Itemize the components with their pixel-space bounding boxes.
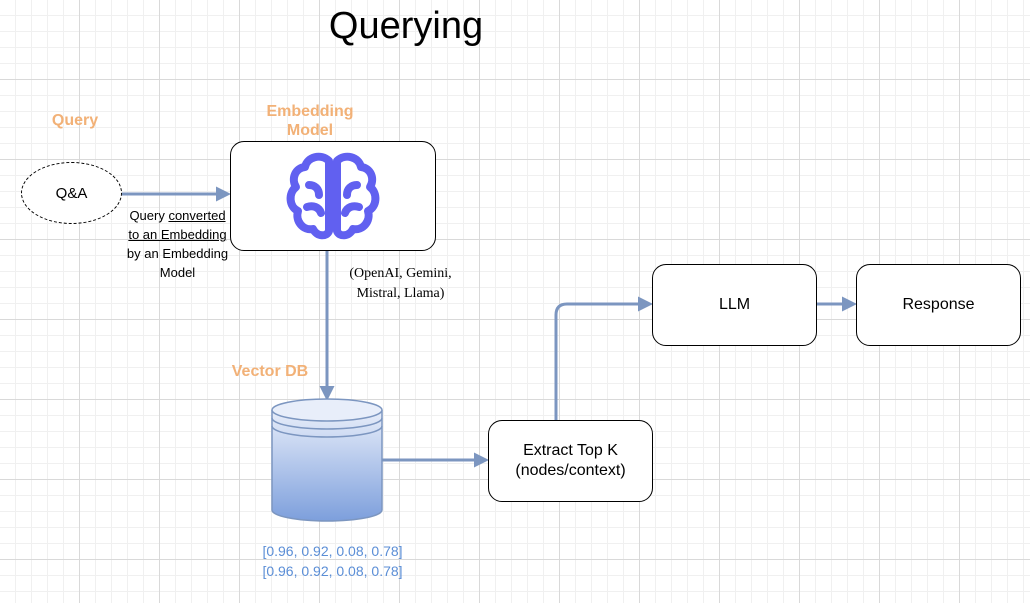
qa-node: Q&A	[21, 162, 122, 224]
qa-node-label: Q&A	[55, 184, 88, 202]
query-note-converted: converted	[168, 208, 226, 223]
vector-value-2: [0.96, 0.92, 0.08, 0.78]	[262, 563, 403, 579]
vector-values: [0.96, 0.92, 0.08, 0.78] [0.96, 0.92, 0.…	[250, 541, 415, 581]
brain-icon	[286, 152, 380, 240]
extract-label-line1: Extract Top K	[523, 442, 618, 459]
query-note-embedding: to an Embedding	[128, 227, 227, 242]
response-box: Response	[856, 264, 1021, 346]
models-note: (OpenAI, Gemini, Mistral, Llama)	[333, 264, 468, 304]
models-note-line1: (OpenAI, Gemini,	[349, 266, 452, 281]
query-conversion-note: Query converted to an Embedding by an Em…	[115, 206, 240, 282]
extract-label-line2: (nodes/context)	[515, 462, 626, 479]
extract-top-k-box: Extract Top K (nodes/context)	[488, 420, 653, 502]
response-label: Response	[902, 296, 975, 313]
arrow-extract-to-llm	[554, 296, 653, 420]
vector-value-1: [0.96, 0.92, 0.08, 0.78]	[262, 543, 403, 559]
models-note-line2: Mistral, Llama)	[356, 286, 445, 301]
query-note-model: Model	[159, 265, 196, 280]
diagram-title: Querying	[328, 5, 484, 47]
database-icon	[271, 398, 383, 522]
embedding-model-box	[230, 141, 436, 251]
vector-db-label: Vector DB	[231, 363, 309, 380]
llm-box: LLM	[652, 264, 817, 346]
query-note-by: by an Embedding	[126, 246, 229, 261]
llm-label: LLM	[718, 296, 751, 313]
query-note-text: Query	[129, 208, 169, 223]
query-label: Query	[51, 112, 99, 129]
embedding-model-label: Embedding Model	[266, 103, 354, 139]
